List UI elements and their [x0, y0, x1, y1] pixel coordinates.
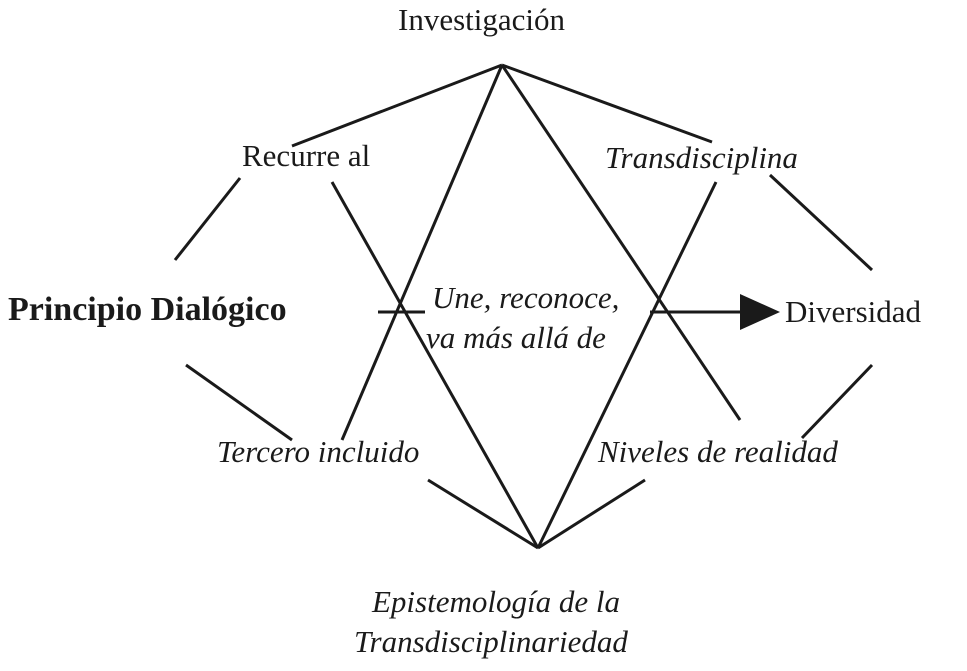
node-investigacion: Investigación: [398, 2, 566, 37]
edge-top-tercero: [340, 64, 504, 441]
edge-transdisciplina-diversidad: [768, 173, 874, 272]
arrowhead-icon: [740, 294, 780, 330]
node-epistemologia-line2: Transdisciplinariedad: [354, 624, 628, 659]
node-recurre-al: Recurre al: [242, 138, 371, 173]
edge-principio-tercero: [185, 363, 293, 442]
edge-transdisciplina-bottom: [536, 181, 718, 549]
edge-tercero-bottom: [427, 478, 539, 550]
center-label-line1: Une, reconoce,: [432, 280, 620, 315]
node-tercero-incluido: Tercero incluido: [217, 434, 420, 469]
node-principio-dialogico-label: Principio Dialógico: [8, 291, 287, 328]
node-epistemologia-line1: Epistemología de la: [372, 584, 620, 619]
edge-niveles-bottom: [537, 478, 646, 550]
node-transdisciplina: Transdisciplina: [605, 140, 798, 175]
node-niveles-de-realidad: Niveles de realidad: [598, 434, 838, 469]
node-diversidad: Diversidad: [785, 294, 922, 329]
edge-top-recurre: [291, 63, 503, 148]
node-principio-dialogico: Principio Dialógico: [8, 293, 287, 327]
center-label-line2: va más allá de: [426, 320, 606, 355]
edge-top-niveles: [500, 64, 742, 421]
edge-recurre-principio: [173, 177, 242, 261]
edge-recurre-bottom: [330, 181, 540, 549]
edge-diversidad-niveles: [800, 363, 874, 440]
edge-top-transdisciplina: [501, 63, 713, 144]
